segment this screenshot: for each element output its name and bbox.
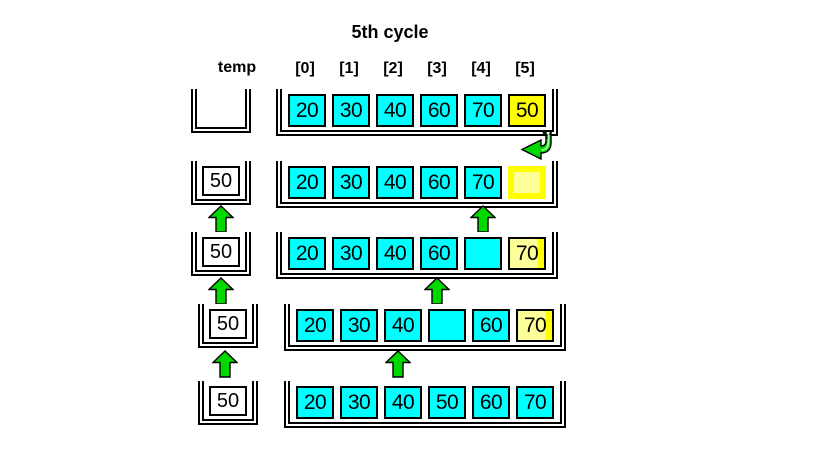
array-cell: 40 bbox=[384, 386, 422, 419]
array-cell: 40 bbox=[376, 237, 414, 270]
array-cell: 30 bbox=[340, 386, 378, 419]
up-arrow-icon bbox=[423, 277, 451, 305]
array-cell: 60 bbox=[472, 309, 510, 342]
array-tray-step-2: 20 30 40 60 70 bbox=[276, 161, 558, 208]
up-arrow-icon bbox=[384, 350, 412, 378]
array-cell bbox=[428, 309, 466, 342]
array-tray-step-1: 20 30 40 60 70 50 bbox=[276, 89, 558, 136]
array-cell: 60 bbox=[420, 166, 458, 199]
array-cell: 70 bbox=[508, 237, 546, 270]
array-cell: 40 bbox=[376, 94, 414, 127]
index-label-1: [1] bbox=[339, 60, 359, 77]
array-cell: 70 bbox=[516, 309, 554, 342]
array-cell: 60 bbox=[472, 386, 510, 419]
temp-column-label: temp bbox=[217, 59, 257, 76]
array-tray-step-3: 20 30 40 60 70 bbox=[276, 232, 558, 279]
temp-cell: 50 bbox=[209, 386, 247, 416]
array-cell: 70 bbox=[464, 166, 502, 199]
up-arrow-icon bbox=[207, 205, 235, 233]
curved-move-arrow-icon bbox=[517, 129, 555, 165]
page-title: 5th cycle bbox=[351, 22, 429, 42]
temp-cell: 50 bbox=[202, 237, 240, 267]
array-cell: 40 bbox=[384, 309, 422, 342]
array-cell: 20 bbox=[288, 94, 326, 127]
array-cell bbox=[464, 237, 502, 270]
index-label-0: [0] bbox=[295, 60, 315, 77]
array-cell: 30 bbox=[340, 309, 378, 342]
array-tray-step-5: 20 30 40 50 60 70 bbox=[284, 381, 566, 428]
up-arrow-icon bbox=[469, 205, 497, 233]
array-cell: 30 bbox=[332, 166, 370, 199]
array-cell: 20 bbox=[288, 166, 326, 199]
up-arrow-icon bbox=[211, 350, 239, 378]
temp-tray-step-4: 50 bbox=[198, 304, 258, 348]
array-cell: 30 bbox=[332, 94, 370, 127]
array-cell: 50 bbox=[428, 386, 466, 419]
array-cell: 30 bbox=[332, 237, 370, 270]
array-cell: 40 bbox=[376, 166, 414, 199]
up-arrow-icon bbox=[207, 277, 235, 305]
index-label-2: [2] bbox=[383, 60, 403, 77]
array-cell: 20 bbox=[296, 309, 334, 342]
index-label-3: [3] bbox=[427, 60, 447, 77]
array-cell bbox=[508, 166, 546, 199]
array-cell: 60 bbox=[420, 237, 458, 270]
index-label-4: [4] bbox=[471, 60, 491, 77]
array-cell: 60 bbox=[420, 94, 458, 127]
index-label-5: [5] bbox=[515, 60, 535, 77]
temp-tray-step-1 bbox=[191, 89, 251, 133]
temp-cell: 50 bbox=[202, 166, 240, 196]
temp-cell: 50 bbox=[209, 309, 247, 339]
array-cell: 70 bbox=[464, 94, 502, 127]
temp-tray-step-5: 50 bbox=[198, 381, 258, 425]
array-cell: 20 bbox=[296, 386, 334, 419]
array-cell: 20 bbox=[288, 237, 326, 270]
array-tray-step-4: 20 30 40 60 70 bbox=[284, 304, 566, 351]
temp-tray-step-2: 50 bbox=[191, 161, 251, 205]
temp-tray-step-3: 50 bbox=[191, 232, 251, 276]
array-cell: 70 bbox=[516, 386, 554, 419]
array-cell: 50 bbox=[508, 94, 546, 127]
